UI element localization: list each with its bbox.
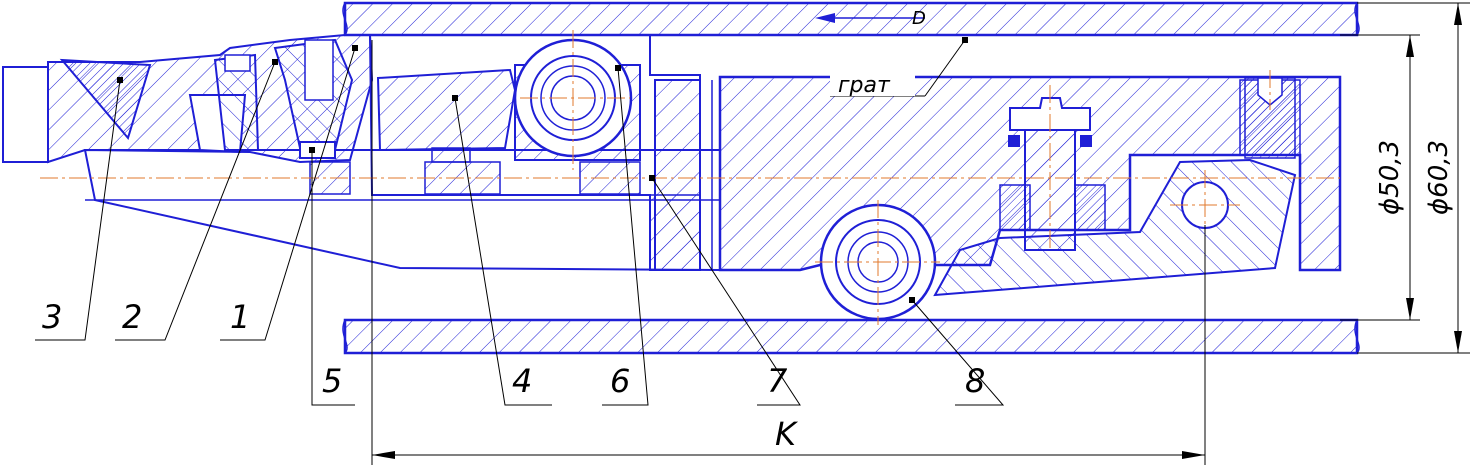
dimension-k xyxy=(371,40,1206,465)
part-number-2: 2 xyxy=(122,298,142,336)
part-number-1: 1 xyxy=(230,298,250,336)
dim-arrow-d1-bottom xyxy=(1406,298,1414,320)
direction-arrow xyxy=(815,13,925,23)
direction-label: D xyxy=(912,8,926,29)
break-line-right xyxy=(1354,2,1360,354)
pipe-top-wall xyxy=(343,1,1359,37)
dimension-d1-label: ϕ50,3 xyxy=(1375,140,1405,215)
dimension-k-label: K xyxy=(775,415,799,453)
dim-arrow-d2-top xyxy=(1454,3,1462,25)
break-line-left xyxy=(342,2,348,354)
diameter-dimensions xyxy=(1340,2,1470,354)
part-number-7: 7 xyxy=(767,362,788,400)
dim-arrow-d1-top xyxy=(1406,35,1414,57)
dim-arrow-d2-bottom xyxy=(1454,331,1462,353)
center-lines xyxy=(40,30,1340,325)
cutting-head xyxy=(2,34,374,164)
burr-label-bg xyxy=(830,72,915,96)
part-number-6: 6 xyxy=(610,362,630,400)
burr-label: грат xyxy=(838,73,891,98)
leader-dots xyxy=(117,37,968,303)
part-number-8: 8 xyxy=(965,362,985,400)
dimension-k-arrow-right xyxy=(1182,451,1205,459)
set-screw xyxy=(1244,77,1296,159)
part-number-3: 3 xyxy=(42,298,62,336)
pipe-bottom-wall xyxy=(343,318,1359,355)
dimension-d2-label: ϕ60,3 xyxy=(1424,140,1454,215)
wedge-block xyxy=(376,68,517,163)
part-number-5: 5 xyxy=(322,362,342,400)
leader-lines xyxy=(35,47,1005,406)
dimension-k-arrow-left xyxy=(372,451,395,459)
part-number-4: 4 xyxy=(512,362,532,400)
